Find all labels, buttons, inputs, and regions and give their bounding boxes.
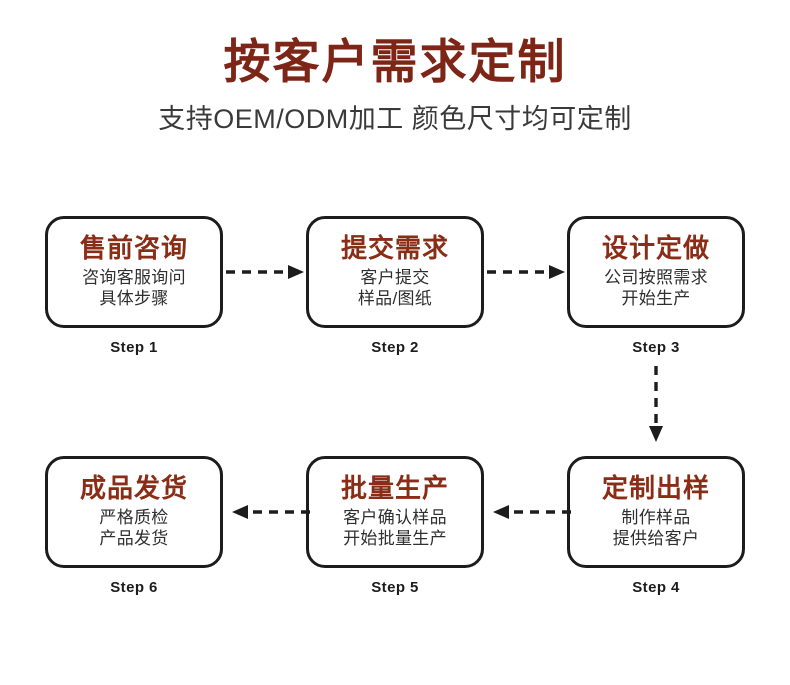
step-description-line-1: 公司按照需求 [604, 267, 708, 287]
step-label-wrap: Step 6 [45, 579, 223, 599]
step-label-badge: Step 4 [625, 579, 688, 599]
flow-step-4[interactable]: 定制出样 制作样品 提供给客户 Step 4 [567, 456, 745, 599]
step-box[interactable]: 提交需求 客户提交 样品/图纸 [306, 216, 484, 328]
step-box[interactable]: 设计定做 公司按照需求 开始生产 [567, 216, 745, 328]
step-description-line-1: 客户确认样品 [343, 507, 447, 527]
page-subtitle: 支持OEM/ODM加工 颜色尺寸均可定制 [158, 103, 632, 134]
step-label-wrap: Step 1 [45, 339, 223, 359]
step-label-badge: Step 1 [103, 339, 166, 359]
step-description: 制作样品 提供给客户 [613, 507, 700, 551]
step-heading: 售前咨询 [79, 232, 188, 263]
step-label-text: Step 4 [632, 579, 680, 596]
step-description-line-1: 制作样品 [621, 507, 691, 527]
step-heading: 提交需求 [340, 232, 449, 263]
step-label-text: Step 5 [371, 579, 419, 596]
page-header: 按客户需求定制 支持OEM/ODM加工 颜色尺寸均可定制 [0, 35, 790, 135]
step-box[interactable]: 批量生产 客户确认样品 开始批量生产 [306, 456, 484, 568]
arrow-left-icon-step5-step6 [232, 505, 310, 519]
step-label-wrap: Step 3 [567, 339, 745, 359]
flow-step-5[interactable]: 批量生产 客户确认样品 开始批量生产 Step 5 [306, 456, 484, 599]
step-label-badge: Step 3 [625, 339, 688, 359]
step-description: 客户确认样品 开始批量生产 [343, 507, 447, 551]
step-box[interactable]: 定制出样 制作样品 提供给客户 [567, 456, 745, 568]
step-description-line-1: 严格质检 [99, 507, 169, 527]
step-heading: 设计定做 [601, 232, 710, 263]
flow-step-3[interactable]: 设计定做 公司按照需求 开始生产 Step 3 [567, 216, 745, 359]
step-heading: 批量生产 [340, 472, 449, 503]
step-label-badge: Step 6 [103, 579, 166, 599]
step-label-text: Step 2 [371, 339, 419, 356]
step-box[interactable]: 成品发货 严格质检 产品发货 [45, 456, 223, 568]
step-description-line-2: 提供给客户 [612, 529, 700, 549]
step-label-wrap: Step 5 [306, 579, 484, 599]
step-label-text: Step 3 [632, 339, 680, 356]
step-label-wrap: Step 4 [567, 579, 745, 599]
step-description-line-2: 开始批量生产 [343, 529, 447, 549]
step-heading: 成品发货 [79, 472, 188, 503]
step-description: 咨询客服询问 具体步骤 [82, 267, 186, 311]
step-label-wrap: Step 2 [306, 339, 484, 359]
step-description: 严格质检 产品发货 [99, 507, 168, 551]
flow-step-1[interactable]: 售前咨询 咨询客服询问 具体步骤 Step 1 [45, 216, 223, 359]
arrow-right-icon-step2-step3 [487, 265, 565, 279]
arrow-down-icon-step3-step4 [649, 366, 663, 442]
flow-step-6[interactable]: 成品发货 严格质检 产品发货 Step 6 [45, 456, 223, 599]
step-heading: 定制出样 [601, 472, 710, 503]
step-label-badge: Step 5 [364, 579, 427, 599]
step-description-line-2: 开始生产 [621, 289, 691, 309]
step-description-line-2: 具体步骤 [99, 289, 169, 309]
page-title: 按客户需求定制 [223, 35, 567, 88]
step-description: 客户提交 样品/图纸 [358, 267, 432, 311]
step-box[interactable]: 售前咨询 咨询客服询问 具体步骤 [45, 216, 223, 328]
arrow-right-icon-step1-step2 [226, 265, 304, 279]
step-description: 公司按照需求 开始生产 [604, 267, 708, 311]
step-description-line-1: 客户提交 [360, 267, 430, 287]
step-description-line-1: 咨询客服询问 [82, 267, 186, 287]
arrow-left-icon-step4-step5 [493, 505, 571, 519]
step-description-line-2: 产品发货 [99, 529, 169, 549]
flow-step-2[interactable]: 提交需求 客户提交 样品/图纸 Step 2 [306, 216, 484, 359]
step-description-line-2: 样品/图纸 [357, 289, 433, 309]
step-label-text: Step 6 [110, 579, 158, 596]
step-label-text: Step 1 [110, 339, 158, 356]
step-label-badge: Step 2 [364, 339, 427, 359]
